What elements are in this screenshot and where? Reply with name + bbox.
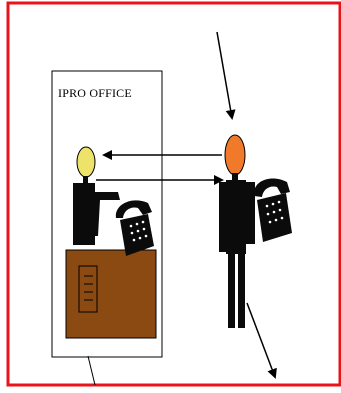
visitor-neck — [232, 173, 238, 181]
visitor-right-leg — [238, 252, 245, 328]
visitor-left-leg — [228, 252, 235, 328]
visitor-torso — [226, 180, 246, 254]
visitor-head — [225, 135, 245, 175]
visitor-left-arm — [219, 182, 227, 252]
visitor-right-arm — [245, 182, 255, 244]
office-label: IPRO OFFICE — [58, 86, 132, 101]
office-person-head — [77, 147, 95, 177]
office-person-neck — [83, 176, 88, 184]
